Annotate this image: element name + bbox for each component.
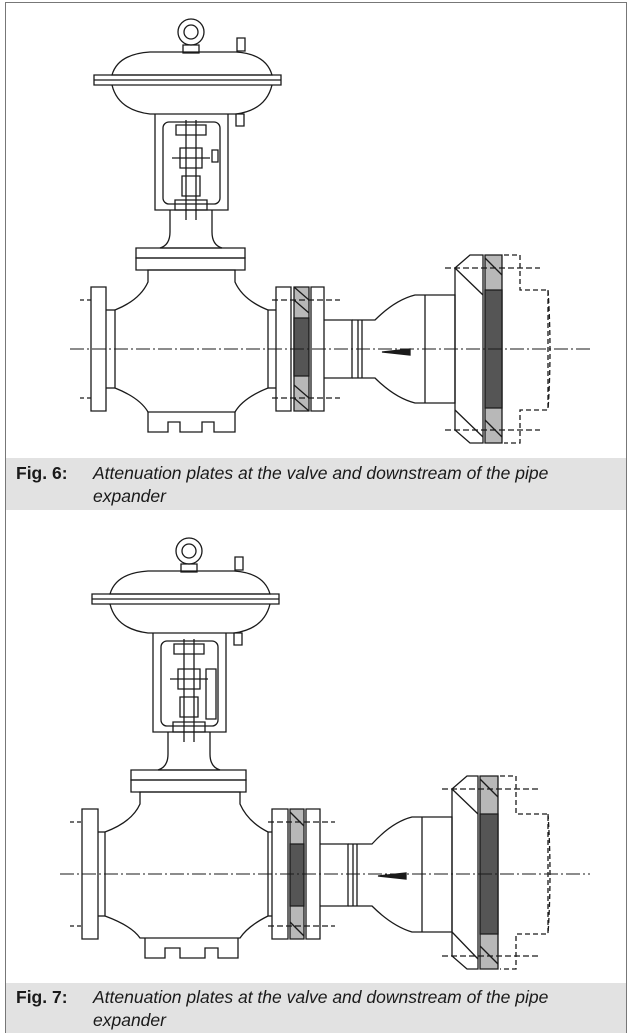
figure-caption: Fig. 7: Attenuation plates at the valve … [16, 986, 626, 1032]
figure-caption: Fig. 6: Attenuation plates at the valve … [16, 462, 626, 508]
valve-assembly [70, 19, 590, 443]
lifting-eye-icon [178, 19, 204, 45]
valve-assembly [60, 538, 590, 969]
valve-drawing-fig7 [0, 514, 632, 979]
figure-number: Fig. 7: [16, 987, 68, 1007]
caption-band [6, 458, 626, 510]
actuator-housing [112, 52, 272, 75]
bonnet [160, 210, 222, 248]
caption-band [6, 983, 626, 1033]
caption-text: Attenuation plates at the valve and down… [93, 463, 549, 506]
caption-text: Attenuation plates at the valve and down… [93, 987, 549, 1030]
valve-body [115, 270, 268, 412]
lifting-eye-icon [176, 538, 202, 564]
figure-number: Fig. 6: [16, 463, 68, 483]
valve-drawing-fig6 [0, 0, 632, 450]
